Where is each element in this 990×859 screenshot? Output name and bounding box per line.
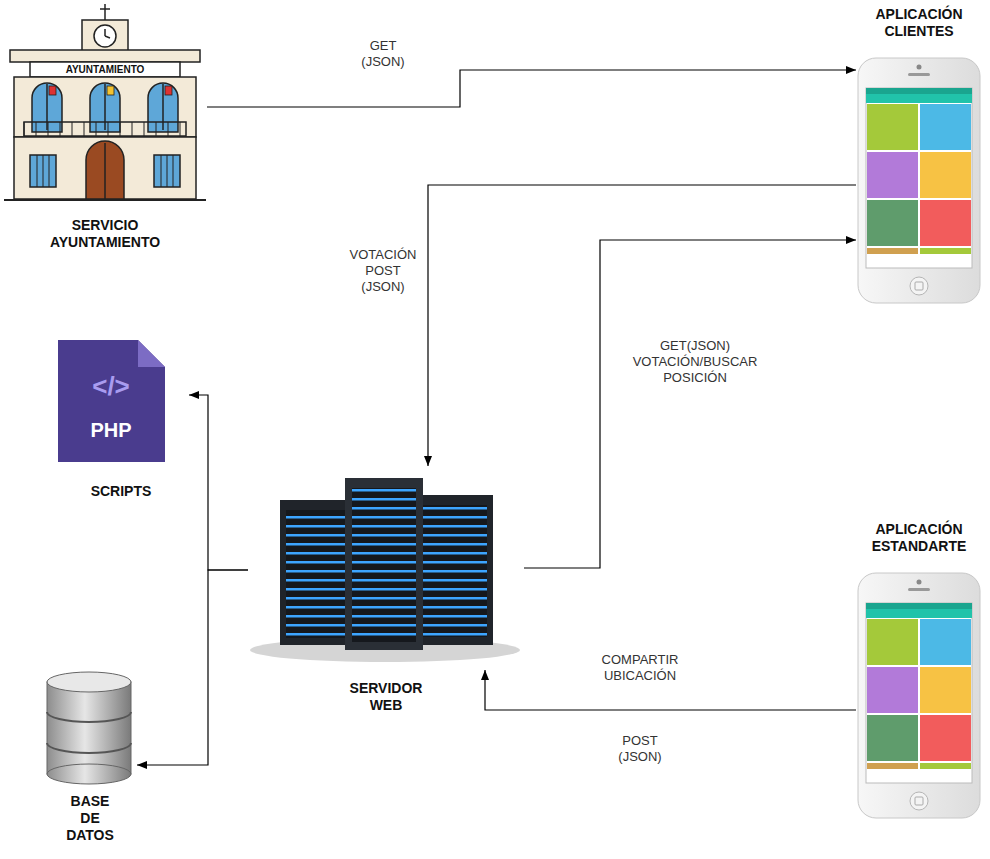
diagram-node: APLICACIÓN ESTANDARTE	[858, 573, 980, 818]
node-title: SCRIPTS	[61, 483, 181, 500]
connector-arrow	[524, 240, 856, 568]
node-title: APLICACIÓN CLIENTES	[849, 6, 989, 40]
edge-label: GET(JSON) VOTACIÓN/BUSCAR POSICIÓN	[628, 338, 763, 386]
node-title: BASE DE DATOS	[60, 793, 120, 844]
code-symbol: </>	[71, 370, 151, 403]
diagram-node: SERVIDOR WEB	[250, 468, 522, 668]
edge-label: VOTACIÓN POST (JSON)	[343, 247, 423, 295]
connector-arrow	[428, 185, 856, 466]
php-file-icon	[58, 340, 165, 462]
php-logo-text: PHP	[71, 418, 151, 443]
node-title: SERVIDOR WEB	[336, 680, 436, 714]
diagram-node: BASE DE DATOS	[45, 668, 135, 786]
edge-note: POST (JSON)	[605, 733, 675, 765]
edge-label: COMPARTIR UBICACIÓN	[590, 652, 690, 684]
database-icon	[47, 672, 131, 784]
diagram-node: APLICACIÓN CLIENTES	[858, 58, 980, 303]
connector-arrow	[137, 570, 248, 765]
standard-phone	[858, 573, 980, 818]
town-hall-icon	[4, 4, 206, 200]
node-title: APLICACIÓN ESTANDARTE	[849, 521, 989, 555]
sign-text: AYUNTAMIENTO	[30, 63, 180, 76]
connector-arrow	[207, 70, 856, 107]
client-phone	[858, 58, 980, 303]
connector-arrow	[189, 395, 248, 570]
server-icon	[250, 478, 520, 662]
edge-label: GET (JSON)	[348, 38, 418, 70]
diagram-node: SERVICIO AYUNTAMIENTO	[5, 5, 205, 205]
node-title: SERVICIO AYUNTAMIENTO	[30, 217, 180, 251]
